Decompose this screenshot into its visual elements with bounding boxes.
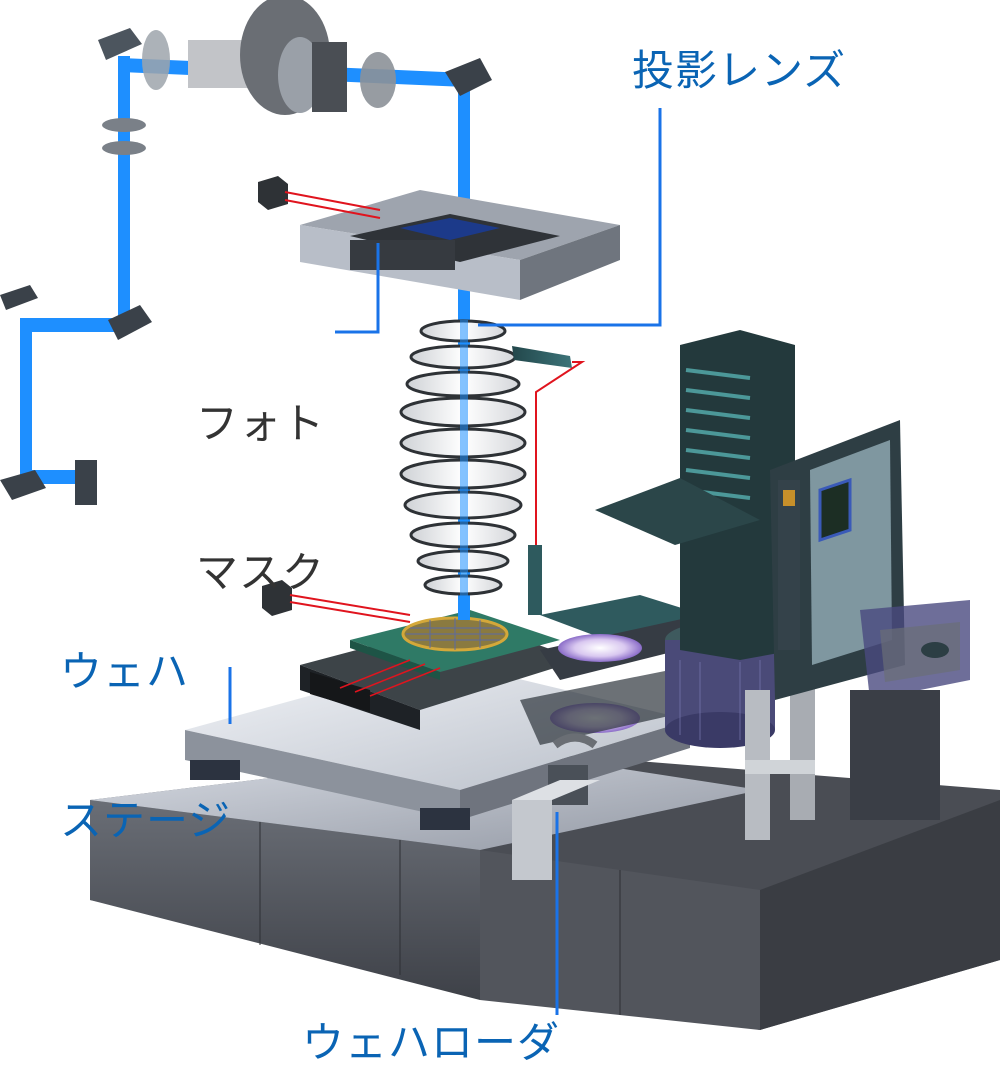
control-console: [595, 330, 970, 820]
label-wafer-stage-line1: ウェハ: [60, 647, 190, 697]
leader-line-photomask: [335, 243, 380, 334]
label-wafer-loader: ウェハローダ: [302, 1018, 561, 1067]
label-wafer-stage: ウェハ ステージ: [60, 548, 231, 895]
label-wafer-stage-line2: ステージ: [60, 795, 232, 845]
label-photomask-line1: フォト: [196, 399, 326, 449]
reticle-stage: [258, 176, 620, 300]
wafer-loader: [512, 595, 815, 880]
leader-line-projection-lens: [478, 108, 662, 327]
label-photomask-line2: マスク: [196, 547, 326, 597]
label-photomask: フォト マスク: [196, 300, 325, 647]
projection-lens-column: [399, 319, 586, 620]
label-projection-lens: 投影レンズ: [632, 46, 847, 95]
